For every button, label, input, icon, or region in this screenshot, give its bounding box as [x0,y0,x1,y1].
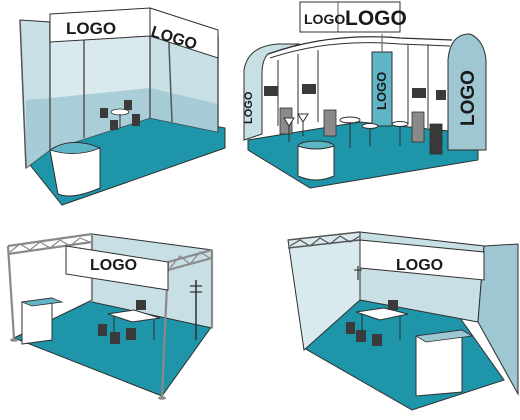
booth-2: LOGO LOGO LOGO LOGO LOGO [243,1,487,189]
booth-1-logo-back: LOGO [66,19,116,38]
booth-3-table-set [98,300,161,344]
booth-3-truss-bracing [9,237,211,269]
booth-3-header-banner [65,245,169,291]
booth-2-monitors [264,84,446,100]
booth-1: LOGO LOGO [19,7,226,206]
booth-4-right-wall [477,243,519,396]
booth-2-logo-banner: LOGO [374,72,389,110]
booth-1-table-set [100,100,140,130]
booth-2-round-counter [297,145,335,181]
booth-2-right-arch [447,33,487,151]
booth-2-logo-sign-left: LOGO [304,11,345,27]
booth-4-logo: LOGO [396,257,443,274]
booth-4-table-set [346,300,409,346]
booth-1-fascia-right [149,7,219,59]
booth-3-logo: LOGO [90,257,137,274]
booth-2-logo-sign-right: LOGO [345,7,407,30]
booth-2-tables [283,113,409,148]
booth-2-hanging-sign [299,1,401,33]
booth-4: LOGO [287,231,519,411]
booth-2-logo-right-arch: LOGO [458,70,479,126]
booth-1-wall-stripe [26,88,218,168]
booth-3: LOGO [6,232,214,400]
booth-2-logo-left-arch: LOGO [243,91,255,124]
booth-4-fascia [359,239,485,281]
